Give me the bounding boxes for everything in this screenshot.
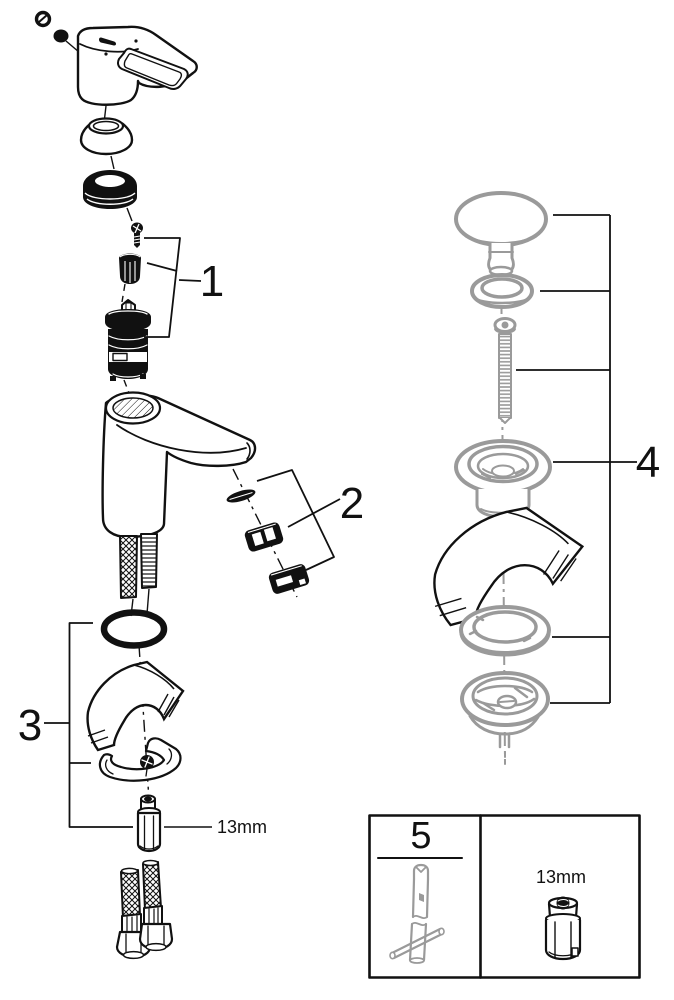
mounting-washer [98,737,182,782]
mounting-wedge [88,662,183,750]
tool-box: 5 13mm [368,814,641,979]
o-ring [100,609,168,649]
socket-wrench-tool [389,863,445,964]
cartridge-screw [131,222,143,248]
callout-2: 2 [256,469,364,571]
faucet-handle [76,25,198,106]
tool-nut-size-label: 13mm [536,867,586,887]
cartridge [105,299,151,381]
drain-screw [493,317,517,424]
drain-cap [454,191,548,277]
tool-nut-size-text: 13mm [536,867,586,887]
supply-hose-stub [119,533,158,599]
supply-hoses [115,859,174,960]
escutcheon-dome [79,117,134,156]
cartridge-cap-nut [119,253,141,284]
callout-5: 5 [377,815,463,859]
callout-4-label: 4 [636,438,660,487]
aerator-insert [244,522,284,552]
aerator-restrictor [226,489,256,503]
callout-5-label: 5 [410,815,431,857]
aerator-sleeve [268,564,310,594]
callout-1-label: 1 [200,257,224,306]
callout-2-label: 2 [340,479,364,528]
tool-nut [544,896,582,961]
callout-1: 1 [144,237,224,338]
mounting-nut-size-label: 13mm [164,817,267,837]
handle-screw [34,10,69,43]
callout-3: 3 [18,622,133,828]
drain-ring [459,605,551,657]
callout-3-label: 3 [18,701,42,750]
callout-4: 4 [516,214,660,704]
drain-seal [470,273,534,309]
mounting-nut-size-text: 13mm [217,817,267,837]
drain-body [460,671,550,765]
mounting-nut [136,794,162,853]
faucet-body [101,391,257,539]
escutcheon-ring [83,170,137,209]
